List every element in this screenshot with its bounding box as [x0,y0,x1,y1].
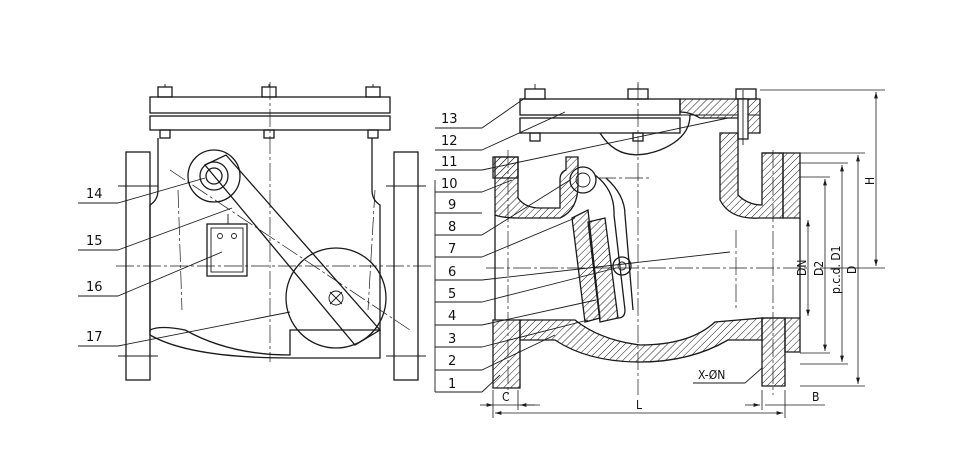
callout-15: 15 [86,234,103,249]
dim-DN: DN [795,260,809,276]
dim-L: L [636,398,642,412]
section-leaders [434,97,731,393]
side-view-leaders [78,177,291,347]
callout-17: 17 [86,330,103,345]
side-view-body [149,138,381,356]
dim-D: D [845,266,859,274]
callout-11: 11 [441,155,458,170]
dim-B: B [812,390,819,404]
callout-14: 14 [86,187,103,202]
callout-12: 12 [441,134,458,149]
dim-bolt-holes: X-ØN [698,368,725,382]
dim-H: H [863,177,877,185]
callout-5: 5 [448,287,456,302]
dim-D1: p.c.d. D1 [829,245,843,294]
dim-C: C [502,390,510,404]
side-view [116,82,432,381]
side-view-disc [285,247,387,349]
callout-2: 2 [448,354,456,369]
callout-10: 10 [441,177,458,192]
callout-8: 8 [448,220,456,235]
callout-6: 6 [448,265,456,280]
side-view-nameplate [206,223,248,277]
callout-1: 1 [448,377,456,392]
section-cover [519,98,681,116]
dimension-lines [480,89,885,418]
callout-7: 7 [448,242,456,257]
callout-13: 13 [441,112,458,127]
callout-9: 9 [448,198,456,213]
callout-16: 16 [86,280,103,295]
callout-3: 3 [448,332,456,347]
dim-D2: D2 [812,261,826,276]
section-view [486,82,810,395]
callout-4: 4 [448,309,456,324]
